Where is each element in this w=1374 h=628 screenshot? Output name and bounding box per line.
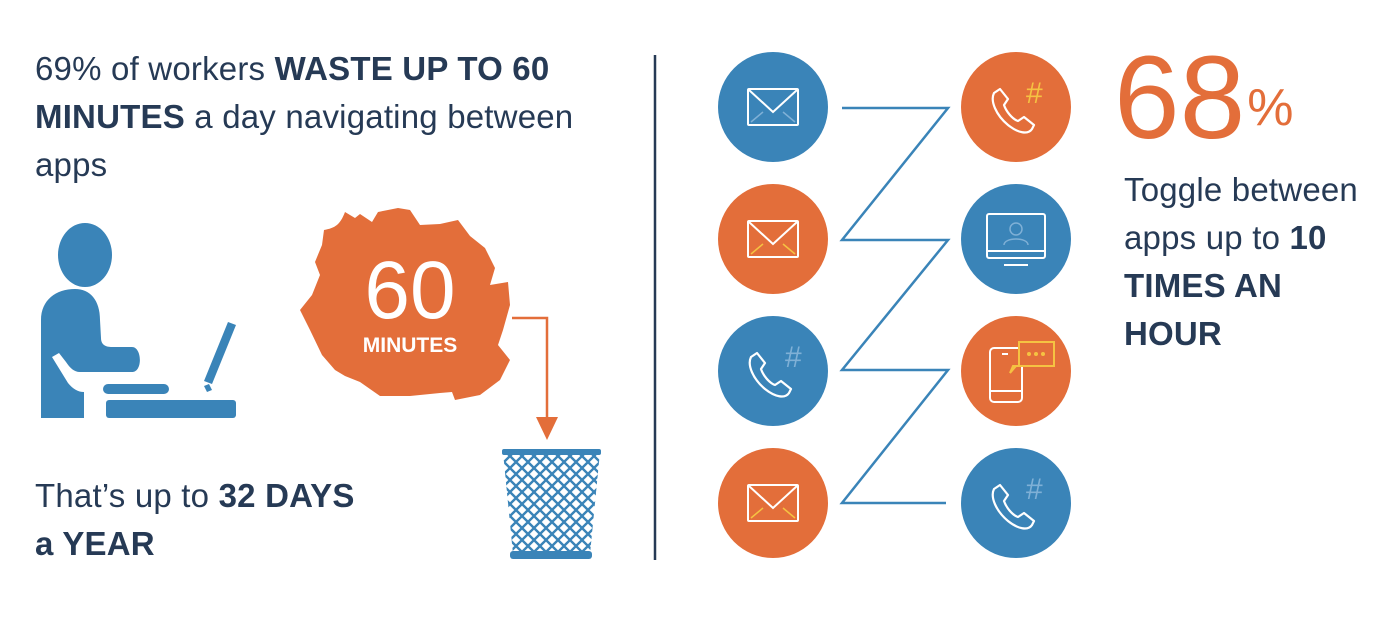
app-circle-phone-orange: # [961,52,1071,162]
days-year: YEAR [62,525,155,562]
app-circle-phone-blue-2: # [961,448,1071,558]
splat-unit: MINUTES [362,334,458,357]
days-pre: That’s up to [35,477,219,514]
trash-bin-icon [502,449,601,559]
splat-number: 60 [364,245,456,336]
toggle-zigzag-line [839,106,951,505]
days-a: a [35,525,63,562]
headline-text: 69% of workers WASTE UP TO 60 MINUTES a … [35,45,635,189]
app-circle-video-blue [961,184,1071,294]
arrow-to-trash [512,316,558,440]
toggle-plain: Toggle between apps up to [1124,171,1358,256]
stat-number: 68 [1114,32,1246,164]
hash-icon: # [785,341,802,374]
app-circle-phone-blue: # [718,316,828,426]
splat-shape [300,208,510,400]
video-monitor-icon [986,213,1046,266]
app-circle-email-orange [718,184,828,294]
hash-icon: # [1026,473,1043,506]
headline-pre: 69% of workers [35,50,275,87]
mobile-chat-icon [989,341,1055,403]
toggle-text: Toggle between apps up to 10 TIMES AN HO… [1124,166,1364,358]
headline-bold: WASTE UP TO 60 MINUTES [35,50,550,135]
headline-post: a day navigating between apps [35,98,574,183]
app-circle-email-orange-2 [718,448,828,558]
days-bold: 32 DAYS [218,477,355,514]
hash-icon: # [1026,77,1043,110]
toggle-bold: 10 TIMES AN HOUR [1124,219,1327,352]
app-circle-mobile-orange [961,316,1071,426]
stat-symbol: % [1247,79,1294,137]
stat-percentage: 68% [1114,38,1294,158]
splat-label: 60 MINUTES [300,250,520,358]
app-circle-email-blue [718,52,828,162]
person-laptop-icon [41,223,236,418]
